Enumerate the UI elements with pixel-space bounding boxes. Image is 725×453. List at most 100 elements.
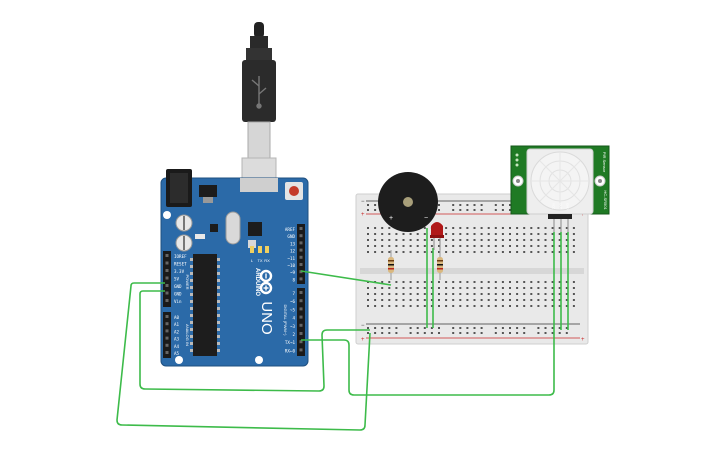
breadboard-hole[interactable] — [416, 293, 419, 295]
rail-hole[interactable] — [452, 209, 455, 211]
breadboard-hole[interactable] — [423, 245, 426, 247]
breadboard-hole[interactable] — [537, 305, 540, 307]
breadboard-hole[interactable] — [537, 233, 540, 235]
breadboard-hole[interactable] — [537, 251, 540, 253]
breadboard-hole[interactable] — [374, 251, 377, 253]
breadboard-hole[interactable] — [558, 281, 561, 283]
header-pin[interactable] — [299, 241, 303, 245]
breadboard-hole[interactable] — [530, 233, 533, 235]
breadboard-hole[interactable] — [388, 245, 391, 247]
header-pin[interactable] — [299, 307, 303, 311]
breadboard-hole[interactable] — [388, 287, 391, 289]
breadboard-hole[interactable] — [409, 293, 412, 295]
breadboard-hole[interactable] — [551, 287, 554, 289]
wire-pin2-to-pir-out[interactable] — [301, 232, 555, 396]
breadboard-hole[interactable] — [473, 293, 476, 295]
rail-hole[interactable] — [501, 209, 504, 211]
breadboard-hole[interactable] — [544, 251, 547, 253]
breadboard-hole[interactable] — [367, 239, 369, 241]
breadboard-hole[interactable] — [473, 227, 476, 229]
breadboard-hole[interactable] — [572, 281, 575, 283]
breadboard-hole[interactable] — [516, 239, 519, 241]
breadboard-hole[interactable] — [430, 239, 433, 241]
breadboard-hole[interactable] — [388, 299, 391, 301]
breadboard-hole[interactable] — [430, 305, 433, 307]
header-pin[interactable] — [299, 227, 303, 230]
header-pin[interactable] — [299, 332, 303, 335]
breadboard-hole[interactable] — [558, 245, 561, 247]
breadboard-hole[interactable] — [452, 305, 455, 307]
breadboard-hole[interactable] — [395, 299, 398, 301]
breadboard-hole[interactable] — [409, 245, 412, 247]
breadboard-hole[interactable] — [565, 293, 568, 295]
rail-hole[interactable] — [452, 327, 455, 329]
header-pin[interactable] — [299, 248, 303, 252]
breadboard-hole[interactable] — [537, 293, 540, 295]
breadboard-hole[interactable] — [480, 287, 483, 289]
breadboard-hole[interactable] — [473, 305, 476, 307]
breadboard-hole[interactable] — [388, 293, 391, 295]
header-pin[interactable] — [299, 299, 303, 303]
rail-hole[interactable] — [438, 327, 440, 329]
breadboard-hole[interactable] — [530, 245, 533, 247]
breadboard-hole[interactable] — [388, 251, 391, 253]
rail-hole[interactable] — [473, 209, 476, 211]
breadboard-hole[interactable] — [409, 239, 412, 241]
breadboard-hole[interactable] — [565, 233, 568, 235]
wire-pin11-to-buzzer[interactable] — [300, 270, 392, 286]
breadboard-hole[interactable] — [381, 239, 384, 241]
breadboard-hole[interactable] — [367, 287, 369, 289]
breadboard-hole[interactable] — [572, 305, 575, 307]
breadboard-hole[interactable] — [509, 293, 511, 295]
breadboard-hole[interactable] — [466, 239, 469, 241]
breadboard-hole[interactable] — [494, 299, 497, 301]
breadboard-hole[interactable] — [367, 299, 369, 301]
breadboard-hole[interactable] — [473, 233, 476, 235]
rail-hole[interactable] — [480, 204, 483, 206]
rail-hole[interactable] — [537, 327, 540, 329]
breadboard-hole[interactable] — [558, 305, 561, 307]
breadboard-hole[interactable] — [516, 233, 519, 235]
breadboard-hole[interactable] — [466, 299, 469, 301]
rail-hole[interactable] — [501, 204, 504, 206]
breadboard-hole[interactable] — [565, 299, 568, 301]
breadboard-hole[interactable] — [501, 245, 504, 247]
rail-hole[interactable] — [459, 209, 462, 211]
breadboard-hole[interactable] — [402, 305, 405, 307]
breadboard-hole[interactable] — [509, 251, 511, 253]
rail-hole[interactable] — [466, 327, 469, 329]
breadboard-hole[interactable] — [537, 227, 540, 229]
breadboard-hole[interactable] — [523, 233, 526, 235]
rail-hole[interactable] — [551, 327, 554, 329]
breadboard-hole[interactable] — [551, 281, 554, 283]
resistor-buzzer[interactable] — [388, 250, 394, 280]
rail-hole[interactable] — [466, 332, 469, 334]
breadboard-hole[interactable] — [416, 299, 419, 301]
header-pin[interactable] — [165, 276, 169, 280]
breadboard-hole[interactable] — [466, 251, 469, 253]
breadboard-hole[interactable] — [445, 299, 448, 301]
rail-hole[interactable] — [459, 327, 462, 329]
rail-hole[interactable] — [374, 327, 377, 329]
header-pin[interactable] — [165, 291, 169, 295]
rail-hole[interactable] — [367, 204, 369, 206]
breadboard-hole[interactable] — [466, 293, 469, 295]
header-pin[interactable] — [165, 329, 169, 333]
breadboard-hole[interactable] — [565, 281, 568, 283]
breadboard-hole[interactable] — [501, 227, 504, 229]
header-pin[interactable] — [165, 269, 169, 272]
breadboard-hole[interactable] — [402, 239, 405, 241]
rail-hole[interactable] — [537, 332, 540, 334]
breadboard-hole[interactable] — [509, 245, 511, 247]
breadboard-hole[interactable] — [430, 287, 433, 289]
breadboard-hole[interactable] — [374, 293, 377, 295]
rail-hole[interactable] — [452, 204, 455, 206]
breadboard-hole[interactable] — [409, 299, 412, 301]
breadboard-hole[interactable] — [367, 227, 369, 229]
header-pin[interactable] — [165, 336, 169, 340]
rail-hole[interactable] — [565, 332, 568, 334]
breadboard-hole[interactable] — [509, 233, 511, 235]
rail-hole[interactable] — [509, 332, 511, 334]
breadboard-hole[interactable] — [423, 233, 426, 235]
